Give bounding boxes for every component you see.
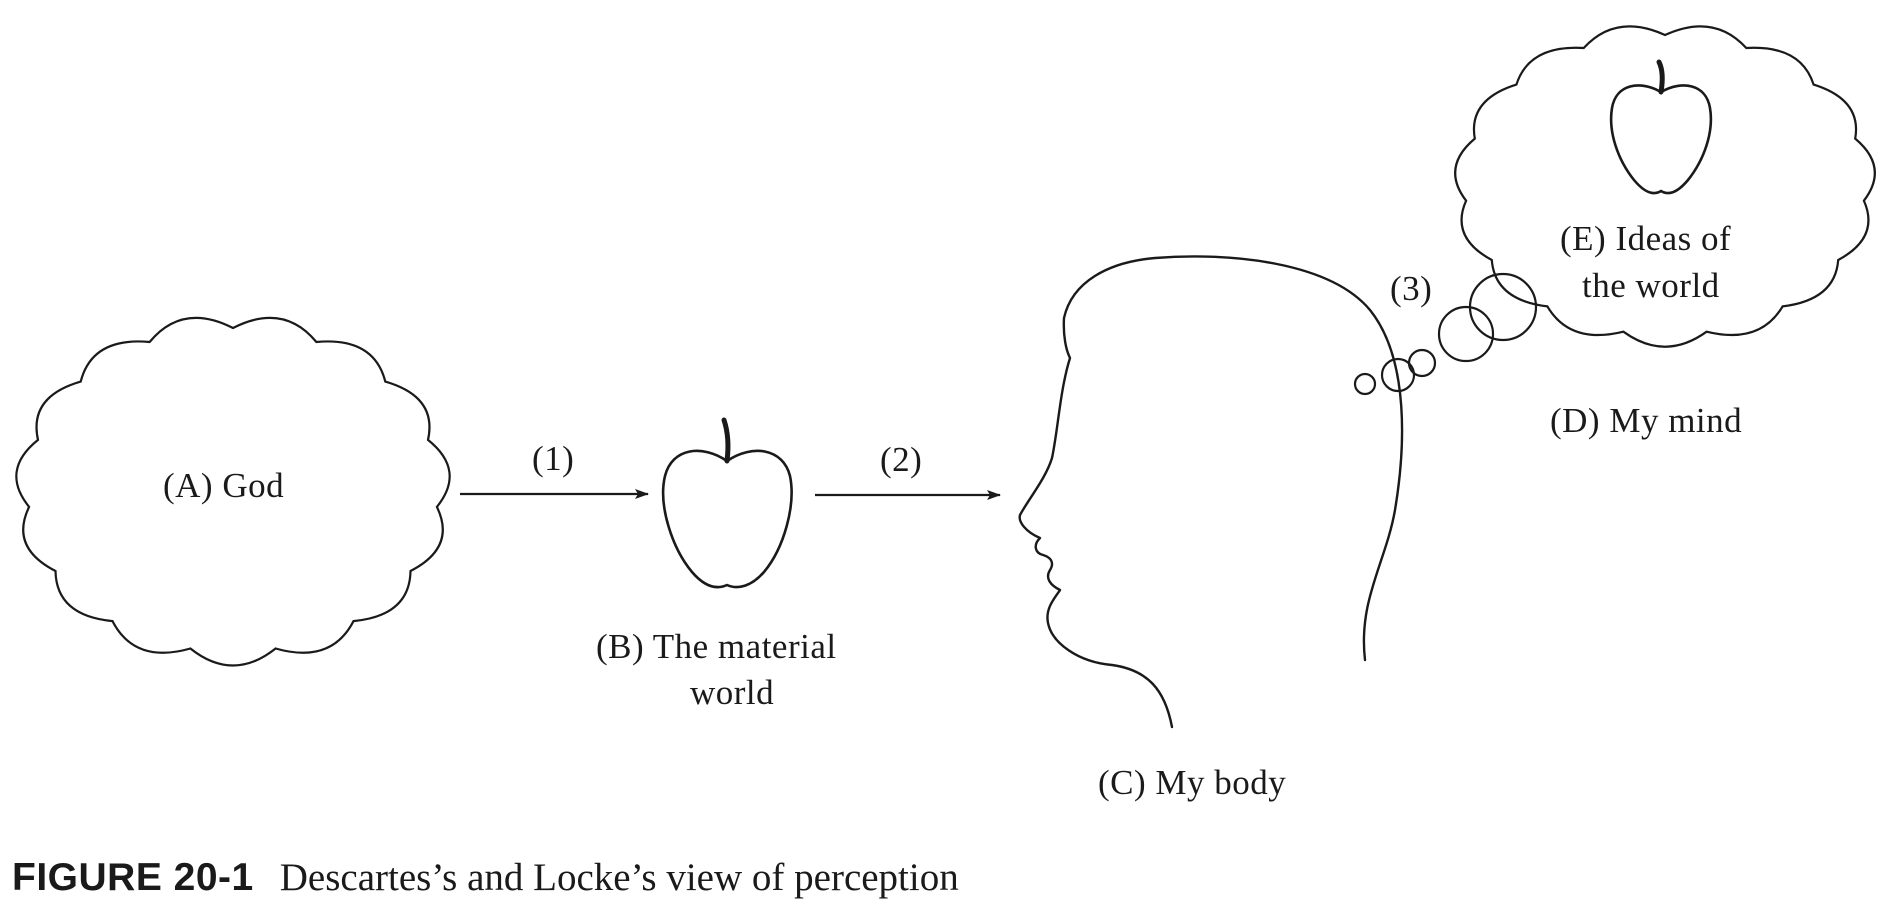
head-profile-icon [1018, 255, 1404, 729]
figure-caption: FIGURE 20-1 Descartes’s and Locke’s view … [12, 855, 1872, 915]
idea-apple-icon [1609, 59, 1713, 195]
figure-number: FIGURE 20-1 [12, 856, 254, 899]
figure-title: Descartes’s and Locke’s view of percepti… [279, 856, 959, 899]
edge-label-3: (3) [1390, 269, 1432, 308]
material-world-label-line1: (B) The material [596, 627, 837, 666]
edge-label-1: (1) [532, 439, 574, 478]
thought-bubble-icon [1353, 272, 1538, 396]
material-world-label-line2: world [690, 673, 774, 712]
god-label: (A) God [163, 466, 284, 505]
ideas-label-line1: (E) Ideas of [1560, 219, 1731, 258]
my-body-label: (C) My body [1098, 763, 1286, 802]
god-cloud-icon [15, 316, 451, 667]
edge-label-2: (2) [880, 440, 922, 479]
ideas-label-line2: the world [1582, 266, 1720, 305]
apple-icon [661, 417, 793, 589]
mind-cloud-icon [1454, 25, 1876, 348]
my-mind-label: (D) My mind [1550, 401, 1742, 440]
